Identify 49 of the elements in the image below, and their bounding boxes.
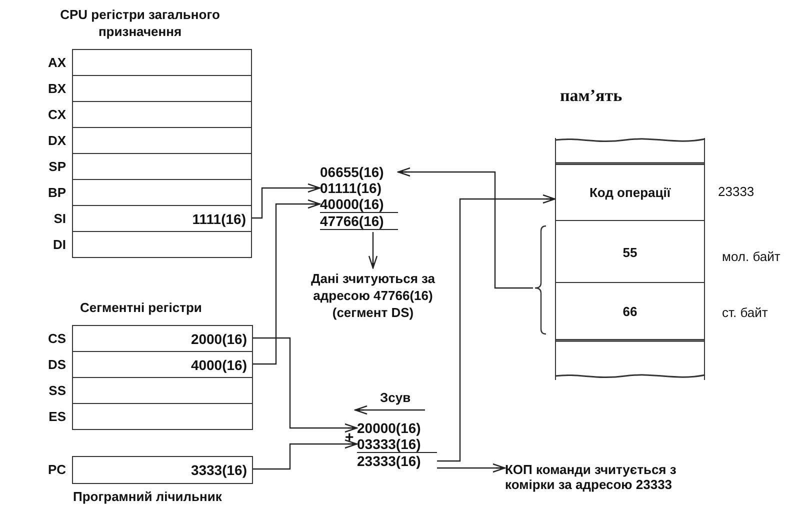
register-name: BP (46, 186, 66, 199)
register-name: CX (46, 108, 66, 121)
register-name: BX (46, 82, 66, 95)
address-value: 03333(16) (357, 436, 437, 453)
plus-sign: + (345, 429, 355, 446)
register-value: 2000(16) (190, 331, 247, 347)
heading: CPU регістри загального призначення (59, 6, 221, 40)
caption: Програмний лічильник (73, 489, 223, 504)
register-name: SP (48, 160, 66, 173)
address-value: 01111(16) (320, 180, 398, 196)
address-value: 06655(16) (320, 164, 398, 180)
arrow (437, 463, 506, 473)
address-value: 47766(16) (320, 213, 398, 230)
memory-annotation: 23333 (718, 184, 754, 199)
arrow (368, 232, 378, 269)
register-name: SI (52, 212, 66, 225)
register-name: AX (46, 56, 66, 69)
curly-bracket (533, 225, 547, 335)
memory-annotation: ст. байт (722, 305, 768, 320)
memory-cell (555, 138, 705, 164)
memory-annotation: мол. байт (722, 249, 780, 264)
arrow (253, 199, 321, 365)
note-text: Дані зчитуються за адресою 47766(16) (сегмент DS) (298, 270, 448, 321)
memory-cell (555, 340, 705, 380)
arrow (397, 167, 533, 289)
arrow (437, 194, 556, 462)
register-name: DI (52, 238, 66, 251)
heading: Сегментні регістри (80, 300, 203, 315)
register-value: 4000(16) (190, 357, 247, 373)
register-value: 3333(16) (190, 462, 247, 478)
note-text: КОП команди зчитується з комірки за адресою 23333 (505, 462, 685, 492)
register-name: DX (46, 134, 66, 147)
register-name: PC (46, 463, 66, 476)
address-value: 40000(16) (320, 196, 398, 213)
register-name: DS (46, 358, 66, 371)
register-name: CS (46, 332, 66, 345)
heading: пам’ять (560, 86, 624, 106)
direction-label: Зсув (380, 390, 412, 405)
arrow (252, 183, 321, 219)
address-value: 20000(16) (357, 420, 437, 436)
address-value: 23333(16) (357, 453, 437, 469)
cell-text: Код операції (589, 185, 671, 200)
register-name: ES (48, 410, 66, 423)
arrow (253, 337, 358, 433)
arrow (253, 439, 358, 470)
cell-text: 66 (622, 304, 638, 319)
register-value: 1111(16) (192, 211, 246, 227)
cell-text: 55 (622, 244, 638, 260)
register-name: SS (48, 384, 66, 397)
